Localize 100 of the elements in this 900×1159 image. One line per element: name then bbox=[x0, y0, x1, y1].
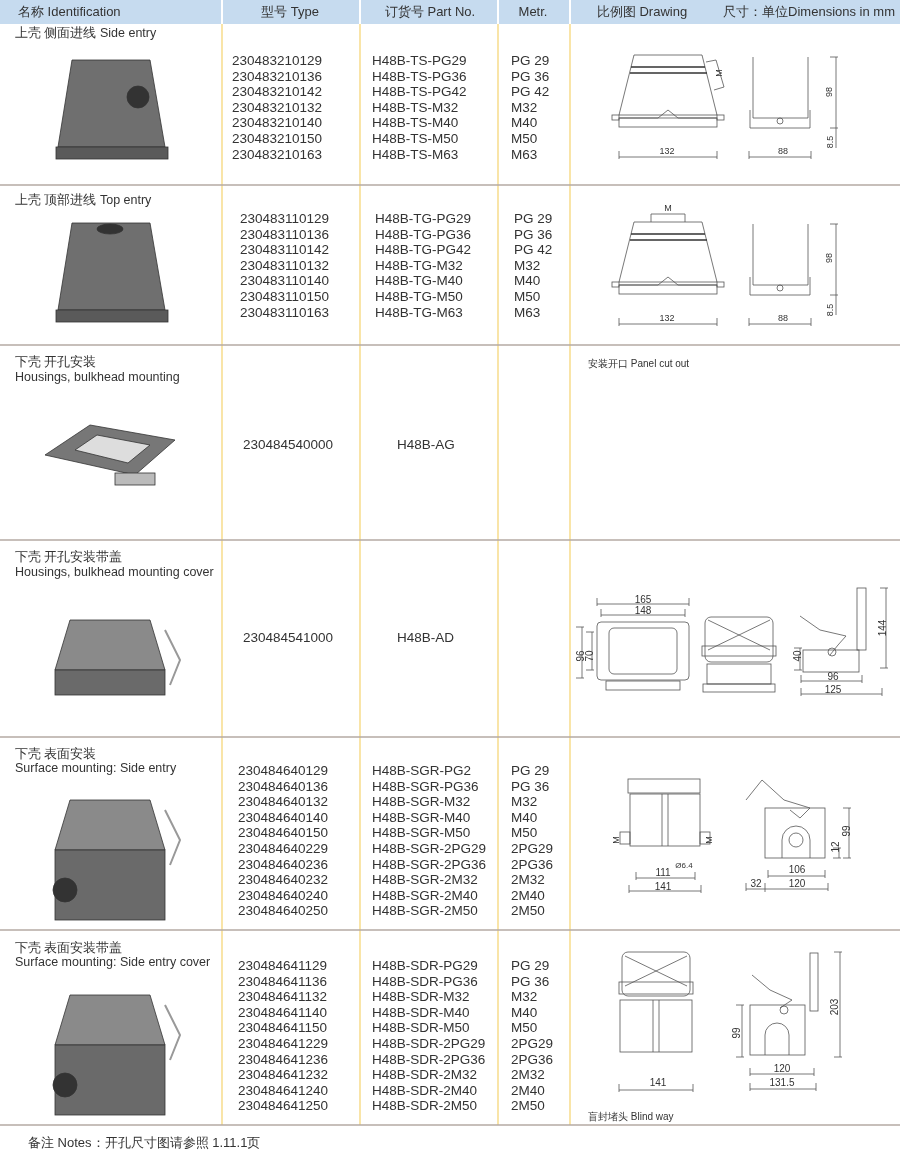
dimension-label: 98 bbox=[825, 87, 835, 97]
thread-size: M63 bbox=[511, 147, 538, 162]
product-name: Housings, bulkhead mounting bbox=[15, 371, 180, 385]
thread-size: 2M50 bbox=[511, 903, 545, 919]
thread-size: M50 bbox=[514, 289, 541, 305]
part-number: H48B-SGR-PG36 bbox=[372, 779, 479, 794]
type-number: 230484640232 bbox=[238, 872, 329, 888]
thread-size: M40 bbox=[511, 1005, 538, 1021]
type-number: 230484640150 bbox=[238, 825, 329, 841]
product-name: Housings, bulkhead mounting cover bbox=[15, 566, 214, 580]
dimension-label: 203 bbox=[828, 998, 840, 1016]
type-number: 230483110140 bbox=[240, 273, 330, 289]
dimension-label: M bbox=[612, 836, 622, 844]
part-number: H48B-SDR-PG36 bbox=[372, 974, 478, 989]
dimension-label: 111 bbox=[655, 866, 671, 878]
type-number: 230483210140 bbox=[232, 115, 323, 131]
part-number: H48B-SGR-2PG36 bbox=[372, 857, 487, 872]
dimension-label: M bbox=[664, 204, 672, 214]
part-number: H48B-TS-PG29 bbox=[372, 53, 467, 69]
type-number: 230483110142 bbox=[240, 242, 330, 258]
thread-size: 2M40 bbox=[511, 1083, 545, 1099]
part-number: H48B-SGR-2PG29 bbox=[372, 841, 487, 857]
dimension-label: 106 bbox=[788, 863, 806, 875]
type-number: 230483210132 bbox=[232, 100, 323, 116]
dimension-label: 125 bbox=[824, 683, 842, 695]
type-number: 230484640129 bbox=[238, 763, 329, 779]
dimension-label: M bbox=[705, 836, 715, 844]
dimension-label: 88 bbox=[778, 314, 788, 324]
type-number: 230483210129 bbox=[232, 53, 323, 69]
dimension-label: 98 bbox=[825, 253, 835, 263]
dimension-label: 99 bbox=[730, 1027, 742, 1039]
column-header: 订货号 Part No. bbox=[384, 4, 476, 20]
type-number: 230484640250 bbox=[238, 903, 329, 919]
product-name: 下壳 开孔安装 bbox=[15, 356, 97, 370]
product-name: Surface mounting: Side entry cover bbox=[15, 956, 211, 970]
type-number: 230484641250 bbox=[238, 1098, 329, 1114]
part-number: H48B-SGR-PG2 bbox=[372, 763, 472, 779]
dimension-label: 70 bbox=[583, 650, 595, 662]
part-number: H48B-SDR-2M50 bbox=[372, 1098, 478, 1114]
product-name: Surface mounting: Side entry bbox=[15, 762, 177, 776]
type-number: 230484641129 bbox=[238, 958, 328, 974]
type-number: 230483210150 bbox=[232, 131, 323, 147]
part-number: H48B-SGR-M50 bbox=[372, 825, 471, 841]
drawing-note: 盲封堵头 Blind way bbox=[588, 1110, 674, 1122]
dimension-label: 96 bbox=[827, 670, 839, 682]
thread-size: PG 29 bbox=[511, 53, 550, 69]
type-number: 230483110136 bbox=[240, 227, 330, 242]
type-number: 230483110132 bbox=[240, 258, 330, 274]
thread-size: 2M32 bbox=[511, 872, 545, 888]
type-number: 230484640236 bbox=[238, 857, 329, 872]
type-number: 230484641229 bbox=[238, 1036, 329, 1052]
thread-size: PG 29 bbox=[511, 958, 550, 974]
type-number: 230484641236 bbox=[238, 1052, 329, 1067]
dimension-label: 132 bbox=[659, 314, 675, 324]
part-number: H48B-TG-PG42 bbox=[375, 242, 472, 258]
dimension-label: 131.5 bbox=[769, 1076, 795, 1088]
thread-size: M50 bbox=[511, 825, 538, 841]
type-number: 230484641240 bbox=[238, 1083, 329, 1099]
part-number: H48B-SDR-2M32 bbox=[372, 1067, 478, 1083]
part-number: H48B-AG bbox=[397, 437, 455, 453]
type-number: 230483110150 bbox=[240, 289, 330, 305]
column-header: Metr. bbox=[518, 4, 548, 20]
dimension-label: 99 bbox=[840, 825, 852, 837]
footnote: 备注 Notes：开孔尺寸图请参照 1.11.1页 bbox=[28, 1135, 261, 1151]
thread-size: PG 29 bbox=[511, 763, 550, 779]
type-number: 230483210136 bbox=[232, 69, 323, 84]
thread-size: M50 bbox=[511, 131, 538, 147]
part-number: H48B-TS-PG36 bbox=[372, 69, 467, 84]
dimension-label: 141 bbox=[649, 1076, 667, 1088]
product-name: 上壳 侧面进线 Side entry bbox=[15, 27, 157, 41]
type-number: 230483210163 bbox=[232, 147, 323, 162]
part-number: H48B-TS-M63 bbox=[372, 147, 459, 162]
dimension-label: 88 bbox=[778, 147, 788, 157]
thread-size: M40 bbox=[511, 115, 538, 131]
thread-size: PG 36 bbox=[514, 227, 553, 242]
type-number: 230484640229 bbox=[238, 841, 329, 857]
dimension-label: Ø6.4 bbox=[675, 861, 693, 871]
column-header: 比例图 Drawing bbox=[596, 4, 688, 20]
part-number: H48B-SGR-2M40 bbox=[372, 888, 478, 904]
part-number: H48B-AD bbox=[397, 630, 455, 646]
thread-size: M32 bbox=[511, 989, 538, 1005]
thread-size: M32 bbox=[511, 100, 538, 116]
dimension-label: 120 bbox=[788, 877, 806, 889]
type-number: 230484641140 bbox=[238, 1005, 328, 1021]
type-number: 230484541000 bbox=[243, 630, 334, 646]
part-number: H48B-SDR-M32 bbox=[372, 989, 470, 1005]
column-header: 名称 Identification bbox=[18, 4, 121, 20]
dimension-label: 96 bbox=[574, 650, 586, 662]
dimension-label: 141 bbox=[654, 880, 672, 892]
thread-size: PG 42 bbox=[514, 242, 553, 258]
product-name: 上壳 顶部进线 Top entry bbox=[15, 194, 152, 208]
part-number: H48B-SDR-2M40 bbox=[372, 1083, 478, 1099]
part-number: H48B-TS-PG42 bbox=[372, 84, 467, 100]
part-number: H48B-SGR-2M32 bbox=[372, 872, 478, 888]
part-number: H48B-TG-M32 bbox=[375, 258, 463, 274]
type-number: 230484640132 bbox=[238, 794, 329, 810]
thread-size: 2M40 bbox=[511, 888, 545, 904]
part-number: H48B-SGR-M40 bbox=[372, 810, 471, 826]
dimension-label: M bbox=[715, 69, 725, 77]
dimension-label: 165 bbox=[634, 593, 652, 605]
